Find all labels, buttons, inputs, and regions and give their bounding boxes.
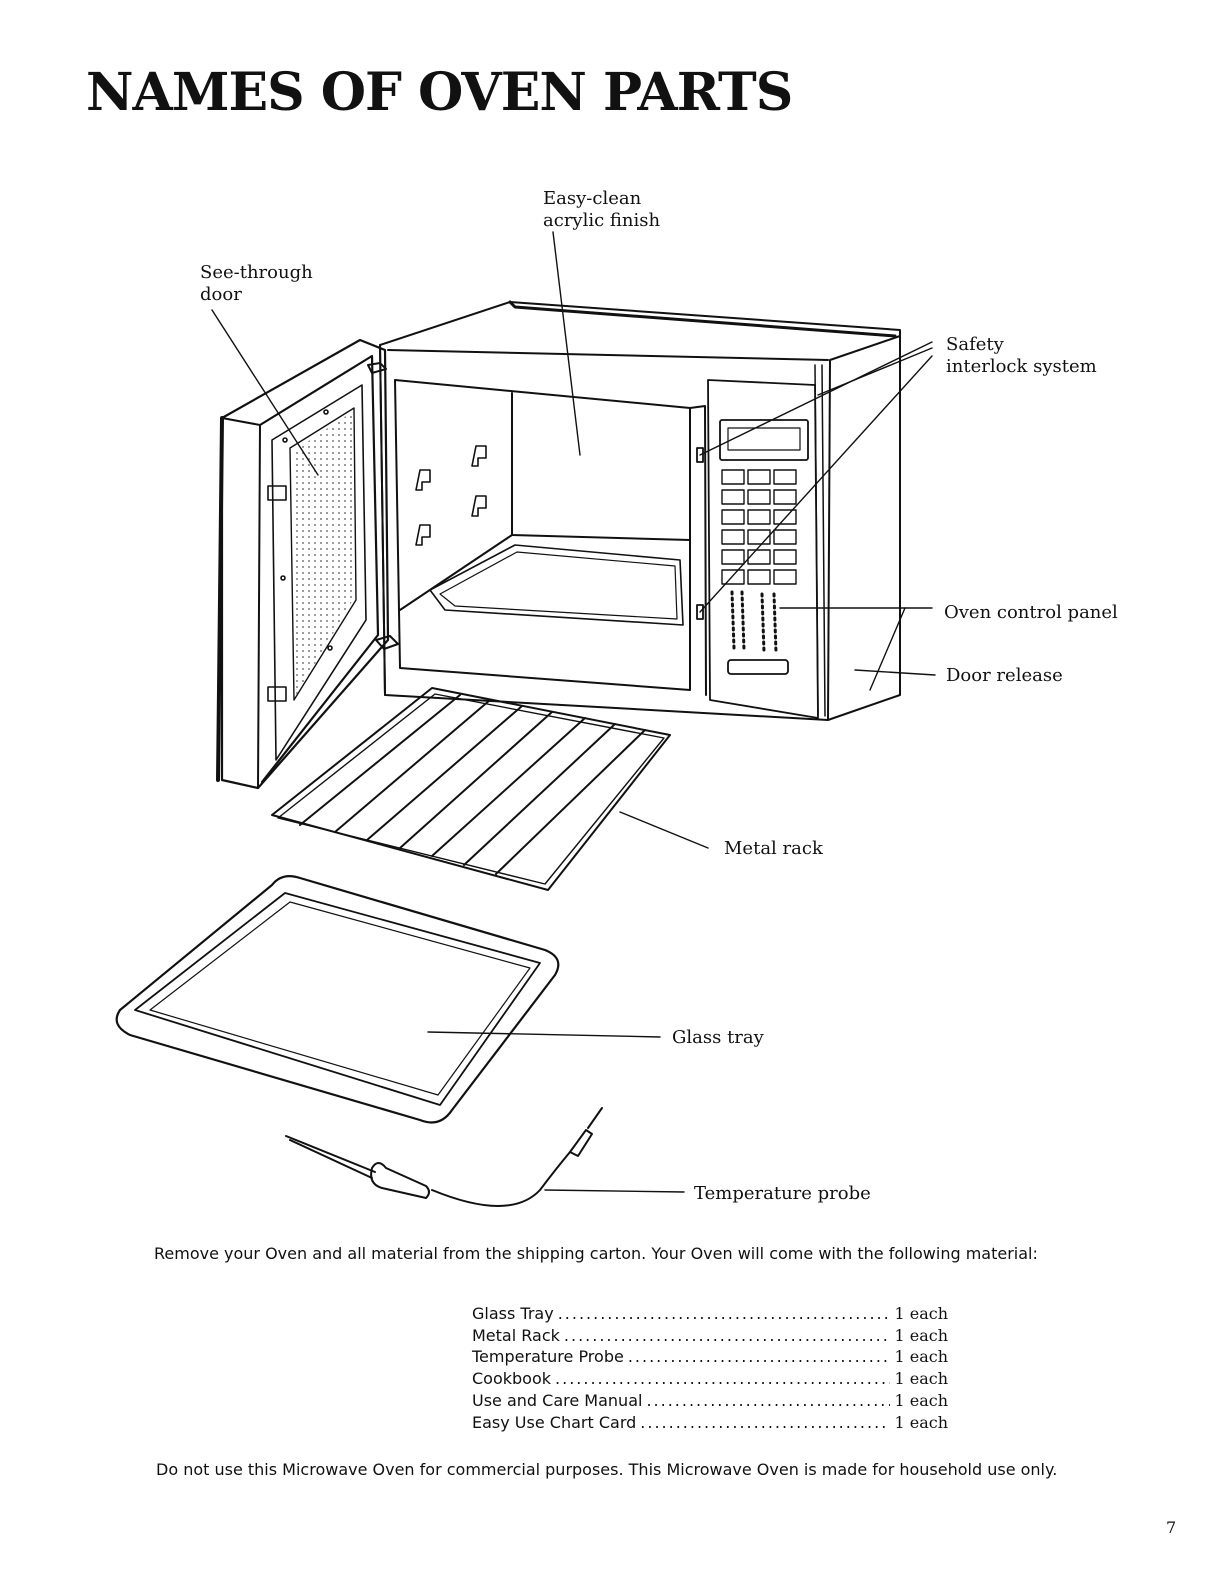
list-item: Metal Rack1 each: [472, 1325, 948, 1347]
temperature-probe: [285, 1107, 603, 1207]
label-glass-tray: Glass tray: [672, 1027, 764, 1048]
leader-lines: [211, 231, 936, 1193]
label-safety-interlock: Safety interlock system: [946, 334, 1097, 377]
list-item: Cookbook1 each: [472, 1368, 948, 1390]
label-easy-clean-finish: Easy-clean acrylic finish: [543, 188, 661, 231]
control-panel: [707, 379, 819, 719]
oven-cavity: [394, 379, 707, 696]
glass-tray: [115, 875, 560, 1124]
label-metal-rack: Metal rack: [724, 838, 823, 859]
label-temperature-probe: Temperature probe: [694, 1183, 871, 1204]
label-door-release: Door release: [946, 665, 1063, 686]
contents-list: Glass Tray1 each Metal Rack1 each Temper…: [472, 1303, 948, 1433]
rack-supports: [415, 445, 487, 546]
oven-diagram: [115, 231, 936, 1207]
list-item: Easy Use Chart Card1 each: [472, 1412, 948, 1434]
page-number: 7: [1166, 1518, 1177, 1537]
label-oven-control-panel: Oven control panel: [944, 602, 1118, 623]
usage-notice: Do not use this Microwave Oven for comme…: [156, 1460, 1058, 1479]
oven-door: [216, 338, 390, 790]
metal-rack: [271, 687, 671, 891]
intro-text: Remove your Oven and all material from t…: [154, 1244, 1038, 1263]
list-item: Temperature Probe1 each: [472, 1346, 948, 1368]
oven-cabinet: [379, 300, 901, 721]
page-title: NAMES OF OVEN PARTS: [86, 62, 793, 123]
label-see-through-door: See-through door: [200, 262, 313, 305]
interlock-latches: [696, 447, 704, 620]
list-item: Glass Tray1 each: [472, 1303, 948, 1325]
list-item: Use and Care Manual1 each: [472, 1390, 948, 1412]
